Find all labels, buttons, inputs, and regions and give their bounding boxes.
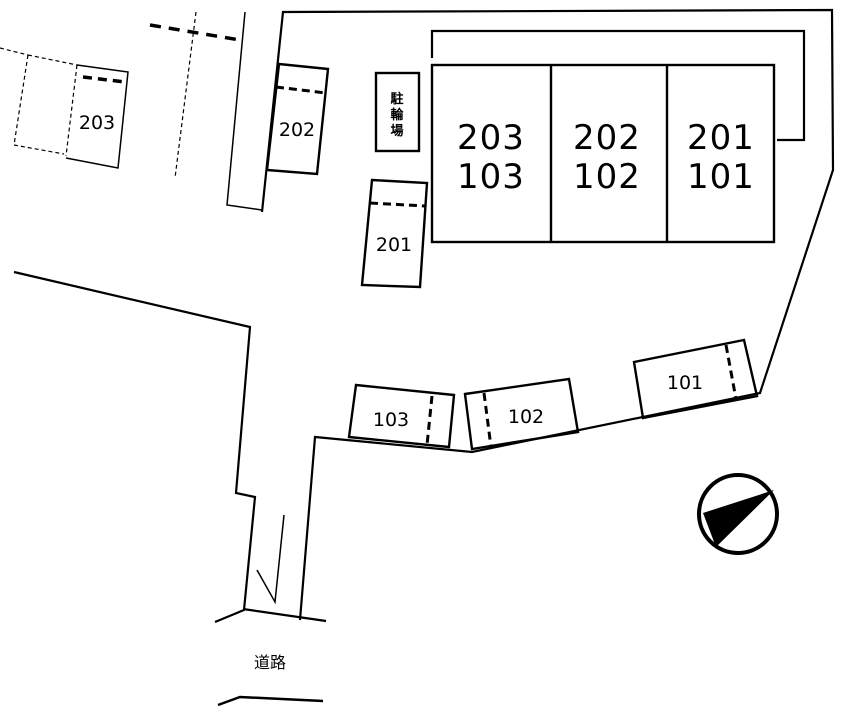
unit-label-lower: 101: [687, 157, 755, 197]
site-boundary: [260, 8, 835, 621]
neighbor-lot-lines: [0, 11, 197, 179]
parking-space-103: [347, 383, 456, 449]
road-edge-bottom: [217, 695, 324, 707]
parking-201-dashes: [369, 201, 426, 208]
neighbor-boundary-dashes: [149, 23, 241, 42]
parking-102-dashes: [482, 392, 493, 448]
bike-parking-label: 駐: [390, 91, 403, 107]
north-arrow-icon: [697, 473, 779, 555]
parking-space-202: [265, 62, 330, 176]
parking-label-203: 203: [79, 112, 115, 134]
parking-label-103: 103: [373, 409, 409, 431]
unit-label-lower: 103: [457, 157, 525, 197]
parking-103-dashes: [425, 395, 434, 446]
neighbor-203-dashes: [82, 75, 126, 84]
bike-parking-box: [374, 71, 421, 153]
parking-space-102: [463, 377, 580, 451]
unit-label-upper: 201: [687, 118, 755, 158]
parking-label-101: 101: [667, 372, 703, 394]
bike-parking-label: 場: [390, 123, 403, 139]
building-body: [430, 63, 776, 244]
parking-101-dashes: [724, 344, 738, 400]
west-boundary: [13, 270, 257, 624]
entrance-mark: [256, 514, 285, 605]
neighbor-wall: [226, 11, 263, 211]
parking-202-dashes: [275, 85, 327, 95]
road-label: 道路: [254, 653, 286, 672]
road-edge-top: [242, 607, 327, 623]
parking-space-101: [632, 338, 759, 420]
unit-label-lower: 102: [573, 157, 641, 197]
parking-space-201: [360, 178, 429, 289]
bike-parking-label: 輪: [390, 107, 404, 123]
unit-label-upper: 203: [457, 118, 525, 158]
neighbor-parking-203: [65, 64, 129, 169]
parking-label-201: 201: [376, 234, 412, 256]
parking-label-102: 102: [508, 406, 544, 428]
unit-label-upper: 202: [573, 118, 641, 158]
parking-label-202: 202: [279, 119, 315, 141]
building-roof-outline: [430, 29, 806, 142]
